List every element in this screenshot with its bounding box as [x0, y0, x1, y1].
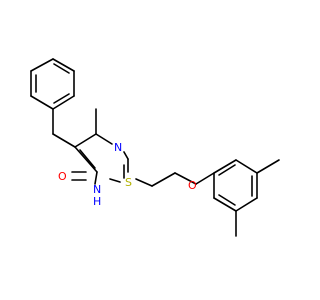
bond — [256, 159, 280, 174]
bond — [74, 133, 97, 148]
bond — [109, 178, 121, 183]
bond — [213, 197, 237, 212]
bond — [174, 172, 197, 185]
bond — [53, 93, 70, 104]
atom-label-o: O — [188, 179, 197, 192]
bond — [218, 194, 236, 206]
bond — [95, 133, 113, 145]
bond — [235, 159, 258, 174]
molecule-structure: N S O O N H — [30, 58, 280, 237]
atom-label-h: H — [93, 195, 101, 208]
bond — [195, 172, 215, 185]
bond — [74, 146, 98, 173]
bond — [218, 164, 236, 176]
bond — [79, 149, 96, 169]
atom-label-s: S — [125, 176, 132, 189]
bond — [52, 58, 75, 72]
bond — [94, 171, 98, 185]
atom-label-o: O — [58, 170, 67, 183]
bonds — [30, 58, 280, 237]
bond — [30, 58, 54, 72]
bond — [213, 159, 237, 174]
bond — [52, 133, 76, 148]
atom-label-n: N — [114, 141, 122, 154]
bond — [123, 151, 129, 160]
bond — [52, 95, 75, 110]
bond — [151, 172, 176, 187]
bond — [135, 178, 153, 187]
bond — [235, 197, 258, 212]
bond — [53, 63, 70, 74]
atom-labels: N S O O N H — [58, 141, 197, 208]
bond — [30, 95, 54, 110]
atom-label-n: N — [93, 183, 101, 196]
